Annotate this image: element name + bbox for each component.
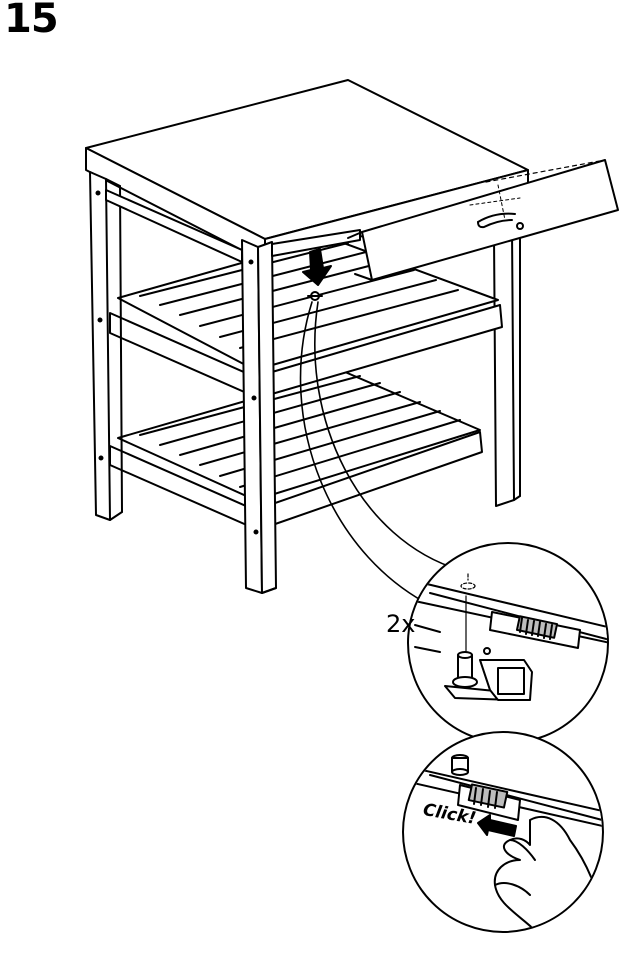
cart-leg-back-right <box>494 230 514 506</box>
detail-circle-1 <box>408 543 620 743</box>
cart-leg-front-left <box>90 172 110 520</box>
cart-lower-shelf <box>110 372 482 530</box>
quantity-label: 2x <box>386 610 415 638</box>
kitchen-cart <box>86 80 528 593</box>
screw-icon <box>517 223 523 229</box>
cart-upper-shelf <box>110 238 502 398</box>
detail-circle-2 <box>400 732 620 935</box>
